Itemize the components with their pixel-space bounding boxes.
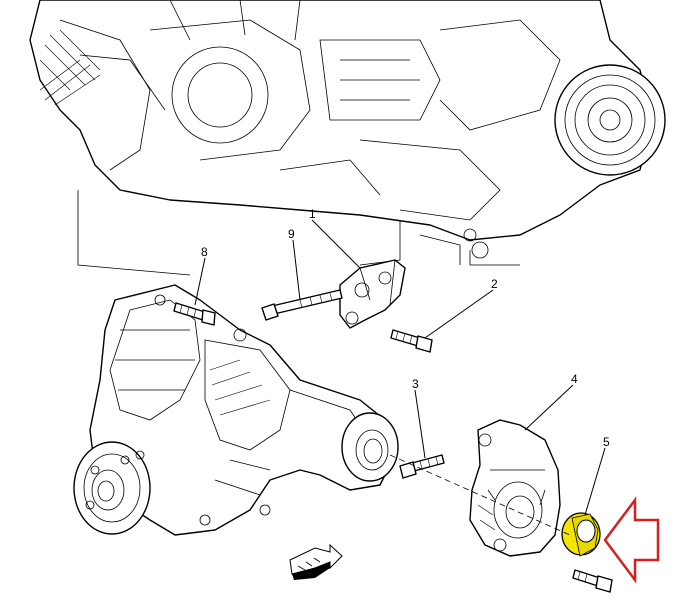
callout-1: 1 (309, 207, 316, 221)
bearing-support-housing (469, 419, 561, 557)
callout-2: 2 (491, 277, 498, 291)
bolt-2 (390, 329, 433, 353)
alignment-lines (77, 190, 520, 276)
bolt-3 (399, 454, 445, 479)
bolt-8 (173, 302, 216, 326)
callout-4: 4 (571, 372, 578, 386)
axis-line (389, 454, 571, 536)
power-take-off-unit (73, 284, 399, 536)
leader-lines (194, 219, 606, 516)
bolt-lower (572, 569, 613, 593)
callout-5: 5 (603, 435, 610, 449)
callout-9: 9 (288, 227, 295, 241)
red-outline-arrow-icon (603, 496, 660, 584)
seal-highlighted (561, 512, 601, 557)
bolt-long (261, 289, 343, 321)
callout-8: 8 (201, 245, 208, 259)
engine-block (29, 0, 666, 259)
callout-3: 3 (412, 377, 419, 391)
mounting-bracket (339, 259, 406, 329)
front-direction-arrow-icon (289, 543, 343, 580)
